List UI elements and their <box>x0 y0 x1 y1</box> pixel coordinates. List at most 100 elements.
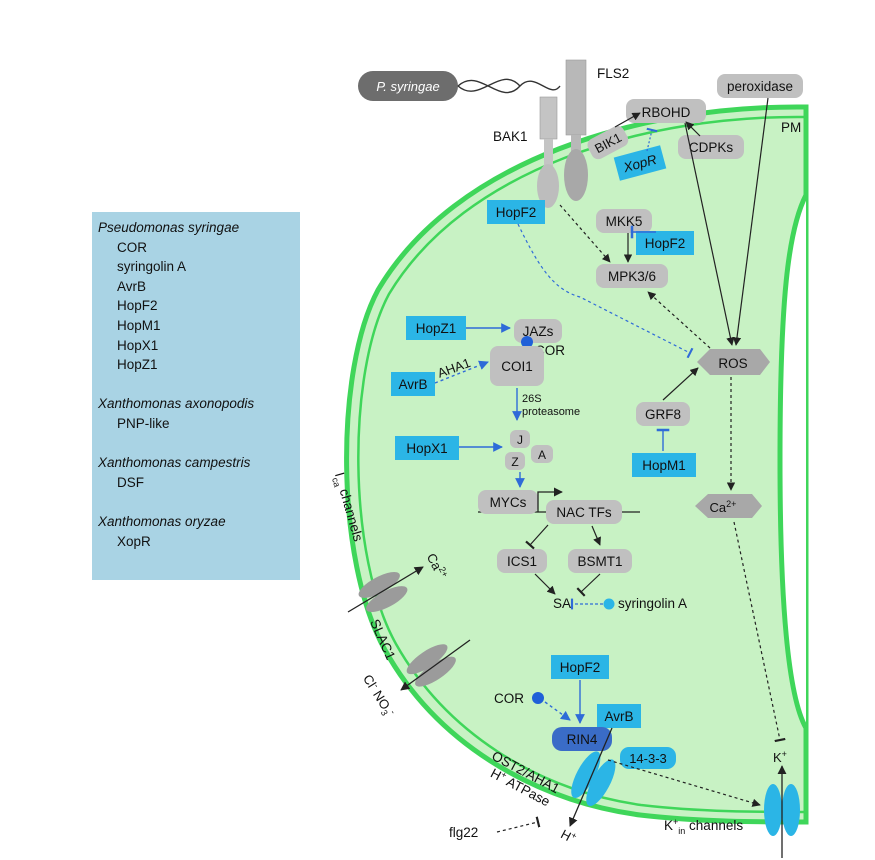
avrb-left-label: AvrB <box>398 377 427 392</box>
legend-group-header: Xanthomonas axonopodis <box>98 396 255 412</box>
legend-item: DSF <box>117 474 144 490</box>
cdpks-box <box>678 135 744 159</box>
bik1-box <box>587 125 629 160</box>
slac1-channel-left <box>406 644 448 675</box>
ics1-box <box>497 549 547 573</box>
legend-item: HopX1 <box>117 337 159 353</box>
bak1-receptor-top <box>539 96 558 140</box>
legend-spacer <box>98 375 300 395</box>
proteasome-label-1: 26S <box>522 393 542 405</box>
ica-channel-right <box>366 586 408 612</box>
cell-outer-membrane <box>344 104 809 825</box>
mkk5-label: MKK5 <box>606 214 643 229</box>
sa-label: SA <box>553 596 571 611</box>
legend-item: HopM1 <box>117 317 161 333</box>
rbohd-label: RBOHD <box>642 105 691 120</box>
ics1-label: ICS1 <box>507 554 537 569</box>
xopr-box <box>613 145 667 181</box>
legend-item: HopF2 <box>117 298 158 314</box>
avrb-bottom-box <box>597 704 641 728</box>
flg22-label: flg22 <box>449 825 478 840</box>
fls2-label: FLS2 <box>597 66 629 81</box>
legend-spacer <box>98 492 300 512</box>
mkk5-box <box>596 209 652 233</box>
grf8-label: GRF8 <box>645 407 681 422</box>
hopz1-label: HopZ1 <box>416 321 457 336</box>
cdpks-label: CDPKs <box>689 140 734 155</box>
kin-channels-label: K+in channels <box>664 817 743 836</box>
legend-group-header: Xanthomonas campestris <box>98 455 251 471</box>
avrb-bottom-label: AvrB <box>604 709 633 724</box>
anion-efflux-arrow <box>400 639 471 691</box>
p-syringae-label: P. syringae <box>376 79 439 94</box>
legend-group-header: Pseudomonas syringae <box>98 220 240 235</box>
rin4-label: RIN4 <box>567 732 598 747</box>
a-label: A <box>538 448 546 462</box>
flg22-inhibition <box>496 816 541 833</box>
pathway-connectors <box>434 97 786 807</box>
peroxidase-box <box>717 74 803 98</box>
cor-bottom-label: COR <box>494 691 524 706</box>
bsmt1-label: BSMT1 <box>577 554 622 569</box>
jazs-label: JAZs <box>523 324 554 339</box>
legend-item: AvrB <box>117 278 147 294</box>
grf8-box <box>636 402 690 426</box>
hopf2-mid-box <box>636 231 694 255</box>
hopz1-box <box>406 316 466 340</box>
ros-star <box>697 349 770 375</box>
kin-channel-left <box>764 784 782 836</box>
rbohd-box <box>626 99 706 123</box>
h-plus-label: H+ <box>558 825 578 846</box>
proteasome-label-2: proteasome <box>522 406 580 418</box>
p1433-box <box>620 747 676 769</box>
syringolin-label: syringolin A <box>618 596 687 611</box>
k-plus-label: K+ <box>773 749 787 765</box>
nac-tfs-label: NAC TFs <box>556 505 612 520</box>
bak1-label: BAK1 <box>493 129 528 144</box>
p1433-label: 14-3-3 <box>629 751 667 766</box>
a-box <box>531 445 553 463</box>
mpk36-label: MPK3/6 <box>608 269 656 284</box>
ca-influx-arrow <box>347 566 424 613</box>
nac-tfs-box <box>546 500 622 524</box>
hopx1-label: HopX1 <box>406 441 447 456</box>
legend-item: COR <box>117 239 147 255</box>
ros-label: ROS <box>718 356 747 371</box>
hopf2-top-box <box>487 200 545 224</box>
j-label: J <box>517 433 523 447</box>
cor-bottom-dot <box>532 692 544 704</box>
mycs-label: MYCs <box>490 495 527 510</box>
ca-ros-label: Ca2+ <box>710 499 737 515</box>
hopf2-mid-label: HopF2 <box>645 236 686 251</box>
hopm1-box <box>632 453 696 477</box>
ost2-atpase-left <box>571 751 601 799</box>
h-efflux-arrow <box>569 727 613 827</box>
p-syringae-bacterium <box>358 71 458 101</box>
slac1-channel-right <box>415 656 456 687</box>
cor-dot-jaz <box>521 336 533 348</box>
hopf2-top-label: HopF2 <box>496 205 537 220</box>
legend-group-header: Xanthomonas oryzae <box>98 513 226 529</box>
j-box <box>510 430 530 448</box>
rin4-box <box>552 727 612 751</box>
legend-item: syringolin A <box>117 259 187 275</box>
ca-ros-star <box>695 494 762 518</box>
peroxidase-label: peroxidase <box>727 79 793 94</box>
z-box <box>505 452 525 470</box>
bak1-receptor-stalk <box>544 139 553 168</box>
ica-channel-left <box>358 572 400 598</box>
ca-influx-label: Ca2+ <box>424 550 451 581</box>
legend-item: HopZ1 <box>117 357 158 373</box>
pm-label: PM <box>781 120 801 135</box>
z-label: Z <box>511 455 518 469</box>
mycs-box <box>478 490 538 514</box>
fls2-receptor-top <box>565 59 587 136</box>
hopf2-bottom-label: HopF2 <box>560 660 601 675</box>
hopm1-label: HopM1 <box>642 458 686 473</box>
legend-item: PNP-like <box>117 415 170 431</box>
kin-channel-right <box>782 784 800 836</box>
ost2-atpase-right <box>586 759 616 807</box>
flagellum-2 <box>457 78 521 92</box>
